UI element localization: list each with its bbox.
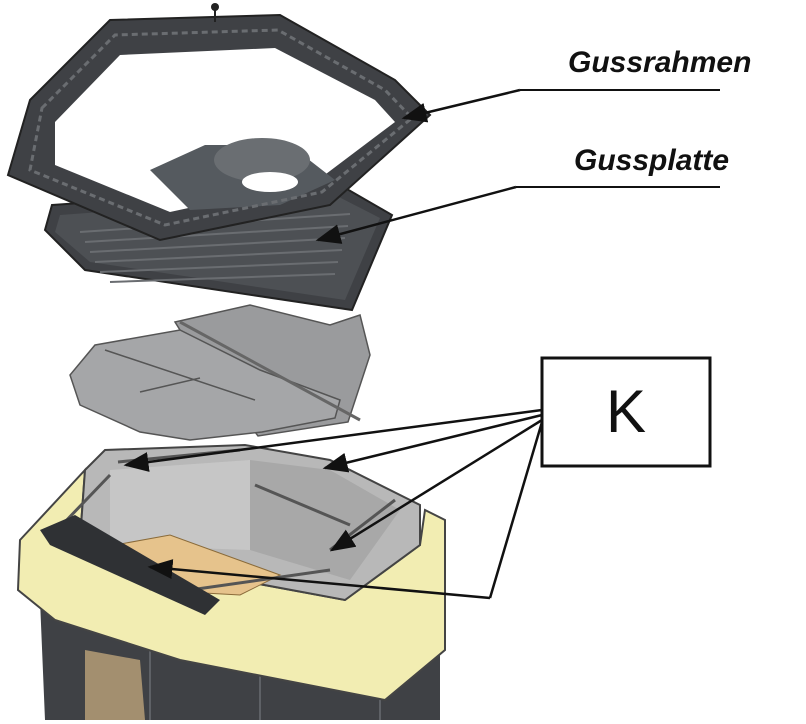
arrow-icon	[401, 88, 521, 123]
arrow-icon	[322, 413, 543, 473]
arrow-icon	[147, 559, 491, 600]
arrow-icon	[315, 185, 517, 244]
arrow-icon	[123, 408, 543, 472]
baffle-plates	[69, 304, 371, 441]
label-k-box: K	[540, 356, 712, 468]
stove-body	[16, 443, 446, 720]
gussplatte-label: Gussplatte	[516, 144, 729, 188]
k-label: K	[606, 378, 646, 445]
arrows	[123, 88, 544, 600]
cast-frame	[6, 3, 432, 242]
arrow-icon	[329, 418, 543, 552]
arrow-icon	[488, 421, 544, 599]
gussrahmen-text: Gussrahmen	[568, 46, 751, 79]
gussrahmen-label: Gussrahmen	[520, 46, 751, 91]
gussplatte-text: Gussplatte	[574, 144, 729, 177]
